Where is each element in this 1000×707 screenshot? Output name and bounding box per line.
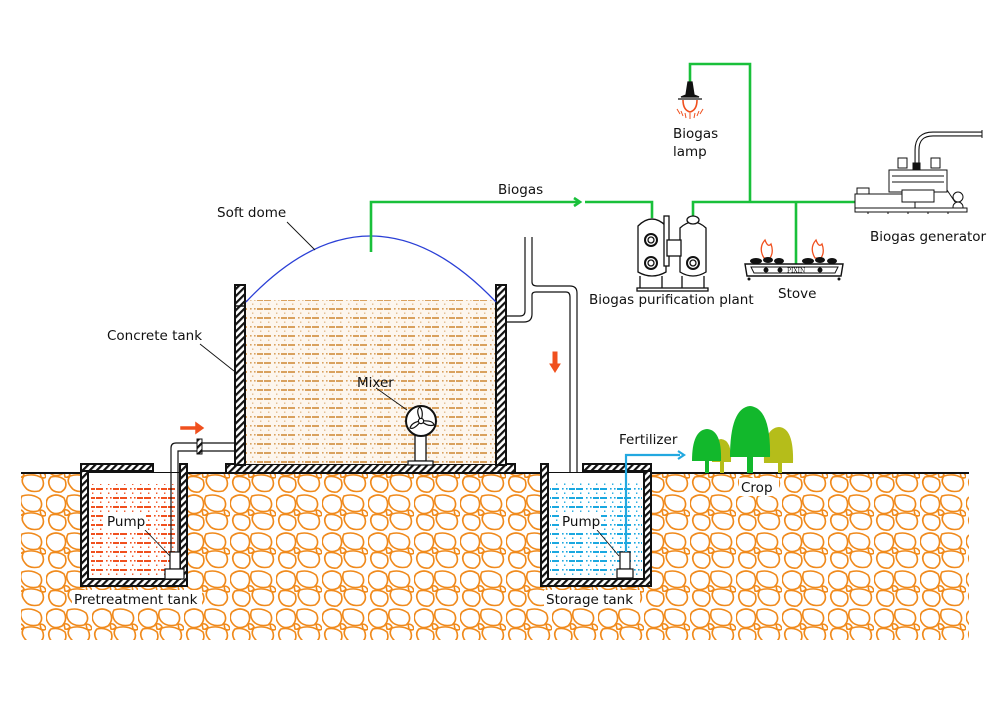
fertilizer-arrow-icon [677, 450, 686, 460]
crop-label: Crop [741, 480, 773, 496]
pump-right-label-bg [561, 513, 601, 530]
pump-left-label: Pump [107, 514, 145, 530]
fertilizer-line [624, 453, 680, 552]
gas-line-to-purifier [585, 200, 654, 218]
pretreatment-tank-label: Pretreatment tank [74, 592, 198, 608]
biogas-pipeline [369, 62, 857, 264]
gas-arrow-icon [573, 196, 583, 208]
storage-tank: Pump Storage tank Fertilizer [540, 432, 686, 608]
digester-wall-left [234, 284, 246, 466]
pump-right-leader [596, 529, 620, 557]
pretreatment-tank: Pump Pretreatment tank [72, 421, 240, 608]
tree-trunk [705, 460, 709, 473]
crop-label-bg [739, 478, 779, 496]
lamp-label-line2: lamp [673, 144, 707, 160]
outflow-arrow-icon [549, 351, 561, 373]
digester-base-slab [225, 463, 516, 474]
digester-wall-right [495, 284, 507, 466]
pretreatment-pump [169, 551, 181, 570]
soft-dome-leader [286, 221, 316, 251]
storage-pump-base [616, 568, 634, 579]
tree-green-large [730, 406, 771, 457]
mixer-leader [375, 387, 408, 411]
inlet-pipe-inner [177, 450, 240, 552]
inlet-valve [196, 438, 203, 455]
pretreatment-tank-wall [80, 463, 188, 587]
mixer-fan-icon [409, 406, 435, 429]
pretreatment-liquid [91, 484, 175, 577]
tree-green-small [692, 429, 722, 461]
fertilizer-label: Fertilizer [619, 432, 678, 448]
pump-right-label: Pump [562, 514, 600, 530]
pump-left-label-bg [106, 513, 146, 530]
tree-olive-large [763, 427, 794, 463]
purification-plant-icon [636, 215, 709, 292]
generator-label: Biogas generator [870, 229, 987, 245]
stove-brand: PIXIN [787, 268, 805, 275]
pretreatment-tank-lid [80, 463, 154, 472]
digester-slurry [246, 300, 496, 464]
tree-trunk [720, 460, 724, 473]
biogas-label: Biogas [498, 182, 543, 198]
gas-line-lamp [688, 62, 752, 202]
gas-line-dome [369, 200, 578, 252]
inlet-pipe-outer [170, 442, 240, 552]
concrete-tank-leader [199, 343, 235, 372]
inflow-arrow-icon [180, 421, 205, 435]
mixer-label: Mixer [357, 375, 394, 391]
gas-line-main [691, 200, 857, 222]
stove-label: Stove [778, 286, 816, 302]
storage-pump [619, 551, 631, 570]
soft-dome-label: Soft dome [217, 205, 286, 221]
pretreatment-label-bg [72, 590, 202, 608]
storage-tank-label: Storage tank [546, 592, 633, 608]
storage-label-bg [544, 590, 640, 608]
crop-trees: Crop [692, 406, 794, 496]
tree-trunk [778, 460, 782, 473]
stove-icon: PIXIN [744, 238, 844, 281]
concrete-tank-label: Concrete tank [107, 328, 202, 344]
outlet-pipe [506, 237, 578, 500]
lamp-label-line1: Biogas [673, 126, 718, 142]
purification-plant-label: Biogas purification plant [589, 292, 754, 308]
biogas-lamp-icon [676, 81, 704, 119]
mixer-base [407, 460, 434, 466]
biogas-generator-icon [854, 130, 983, 214]
storage-tank-lid [582, 463, 652, 472]
pump-left-leader [144, 529, 171, 557]
pretreatment-pump-base [164, 568, 185, 580]
tree-trunk [747, 455, 753, 473]
mixer: Mixer [357, 375, 437, 466]
